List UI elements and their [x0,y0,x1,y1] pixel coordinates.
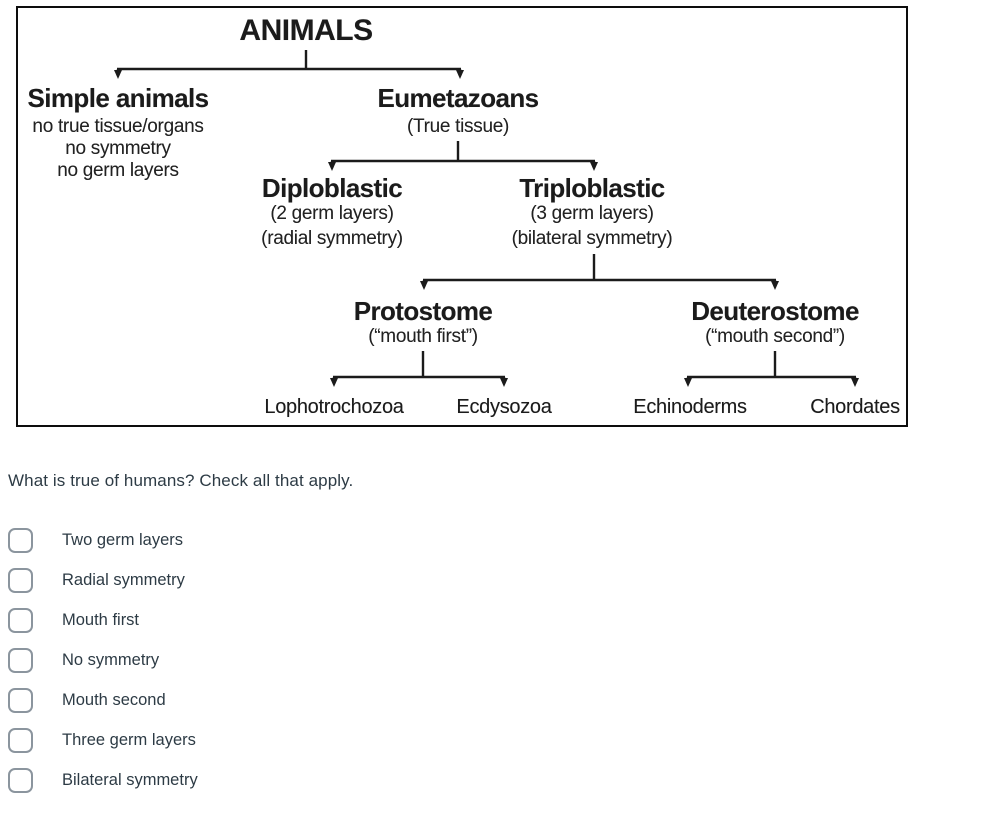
phylogeny-diagram: ANIMALS Simple animals no true tissue/or… [16,6,908,427]
option-row-mouth-first: Mouth first [8,600,198,640]
option-checkbox-mouth-first[interactable] [8,607,33,633]
option-row-bilateral-symmetry: Bilateral symmetry [8,760,198,800]
node-triploblastic: Triploblastic [519,173,665,203]
node-simple-animals: Simple animals [27,83,210,113]
note-true-tissue: (True tissue) [406,116,510,137]
option-checkbox-radial-symmetry[interactable] [8,567,33,593]
note-no-true-tissue: no true tissue/organs [32,116,204,137]
option-label-no-symmetry[interactable]: No symmetry [62,650,160,669]
note-no-germ-layers: no germ layers [57,160,179,181]
node-diploblastic: Diploblastic [261,173,403,203]
option-label-mouth-second[interactable]: Mouth second [62,690,166,709]
note-mouth-second: (“mouth second”) [705,326,845,347]
note-no-symmetry: no symmetry [65,138,171,159]
question-text: What is true of humans? Check all that a… [8,471,354,490]
tree-connectors [114,50,859,387]
option-row-no-symmetry: No symmetry [8,640,198,680]
node-animals: ANIMALS [239,14,373,47]
option-label-mouth-first[interactable]: Mouth first [62,610,140,629]
node-ecdysozoa: Ecdysozoa [456,396,552,418]
option-checkbox-no-symmetry[interactable] [8,647,33,673]
option-row-two-germ-layers: Two germ layers [8,520,198,560]
node-protostome: Protostome [353,296,493,326]
option-label-two-germ-layers[interactable]: Two germ layers [62,530,184,549]
node-lophotrochozoa: Lophotrochozoa [264,396,404,418]
note-mouth-first: (“mouth first”) [368,326,478,347]
option-row-radial-symmetry: Radial symmetry [8,560,198,600]
option-label-bilateral-symmetry[interactable]: Bilateral symmetry [62,770,198,789]
node-echinoderms: Echinoderms [633,396,747,418]
node-deuterostome: Deuterostome [691,296,859,326]
options-list: Two germ layers Radial symmetry Mouth fi… [8,520,198,800]
option-checkbox-three-germ-layers[interactable] [8,727,33,753]
note-radial-symmetry: (radial symmetry) [261,228,403,249]
option-label-three-germ-layers[interactable]: Three germ layers [62,730,196,749]
note-2-germ-layers: (2 germ layers) [270,203,394,224]
option-row-mouth-second: Mouth second [8,680,198,720]
option-checkbox-mouth-second[interactable] [8,687,33,713]
option-checkbox-bilateral-symmetry[interactable] [8,767,33,793]
option-checkbox-two-germ-layers[interactable] [8,527,33,553]
note-bilateral-symmetry: (bilateral symmetry) [511,228,673,249]
option-label-radial-symmetry[interactable]: Radial symmetry [62,570,185,589]
node-chordates: Chordates [810,396,900,418]
node-eumetazoans: Eumetazoans [377,83,539,113]
note-3-germ-layers: (3 germ layers) [530,203,654,224]
option-row-three-germ-layers: Three germ layers [8,720,198,760]
